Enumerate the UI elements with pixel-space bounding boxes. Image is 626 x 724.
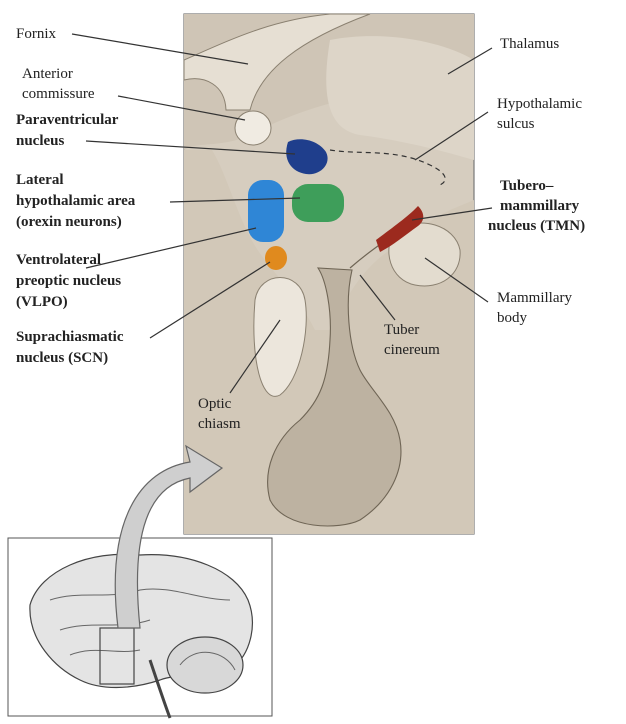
label-tmn-3: nucleus (TMN) xyxy=(488,218,585,234)
label-scn-2: nucleus (SCN) xyxy=(16,350,108,366)
label-vlpo-1: Ventrolateral xyxy=(16,252,101,268)
label-tuber-cinereum-2: cinereum xyxy=(384,342,440,358)
label-scn-1: Suprachiasmatic xyxy=(16,329,124,345)
label-lateral-hypothalamic-3: (orexin neurons) xyxy=(16,214,122,230)
main-panel xyxy=(184,14,474,534)
label-hypothalamic-sulcus-2: sulcus xyxy=(497,116,535,132)
label-optic-chiasm-2: chiasm xyxy=(198,416,241,432)
label-hypothalamic-sulcus-1: Hypothalamic xyxy=(497,96,582,112)
label-lateral-hypothalamic-1: Lateral xyxy=(16,172,63,188)
orexin-blue-shape xyxy=(248,180,284,242)
label-thalamus: Thalamus xyxy=(500,36,559,52)
label-fornix: Fornix xyxy=(16,26,57,42)
lateral-hypothalamic-shape xyxy=(292,184,344,222)
label-paraventricular-1: Paraventricular xyxy=(16,112,119,128)
label-vlpo-3: (VLPO) xyxy=(16,294,68,310)
label-lateral-hypothalamic-2: hypothalamic area xyxy=(16,193,136,209)
label-mammillary-body-1: Mammillary xyxy=(497,290,572,306)
label-optic-chiasm-1: Optic xyxy=(198,396,232,412)
vlpo-shape xyxy=(265,246,287,270)
label-paraventricular-2: nucleus xyxy=(16,133,65,149)
label-vlpo-2: preoptic nucleus xyxy=(16,273,121,289)
label-anterior-commissure-1: Anterior xyxy=(22,66,73,82)
label-tmn-2: mammillary xyxy=(500,198,580,214)
label-anterior-commissure-2: commissure xyxy=(22,86,95,102)
label-mammillary-body-2: body xyxy=(497,310,528,326)
label-tmn-1: Tubero– xyxy=(500,178,554,194)
label-tuber-cinereum-1: Tuber xyxy=(384,322,419,338)
